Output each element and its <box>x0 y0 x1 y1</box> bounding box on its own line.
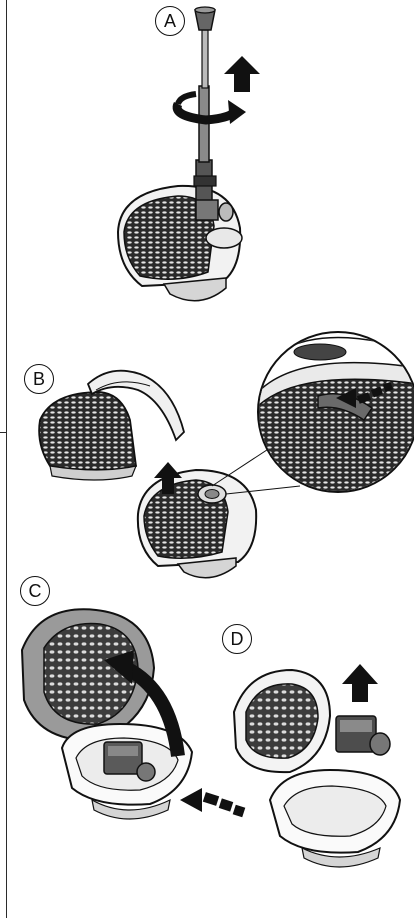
motor-unit-d <box>336 716 390 755</box>
pump-housing-b <box>138 470 256 578</box>
step-c-open-housing <box>22 609 245 819</box>
step-b-grille-removal <box>39 332 414 578</box>
arrow-up-icon <box>342 664 378 702</box>
arrow-up-icon <box>224 56 260 92</box>
step-d-remove-motor <box>234 664 400 867</box>
detached-grille <box>39 392 136 480</box>
rotate-arrow-icon <box>177 94 246 124</box>
magnified-detail <box>258 332 414 500</box>
step-a-pump-assembly <box>118 7 260 301</box>
dashed-arrow-icon <box>180 788 245 817</box>
open-base-d <box>270 770 400 867</box>
opened-cover-d <box>234 670 330 772</box>
